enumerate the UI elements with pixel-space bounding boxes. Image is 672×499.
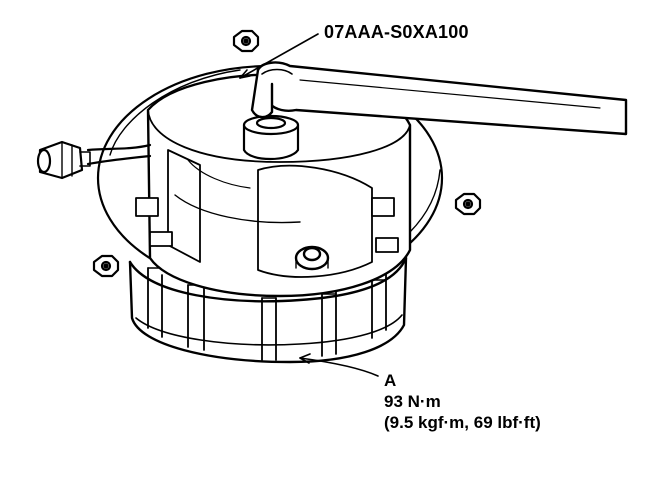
special-tool-label: 07AAA-S0XA100	[324, 22, 469, 42]
pump-housing	[135, 73, 412, 298]
mounting-nut-left	[92, 254, 120, 278]
pump-nozzle	[242, 114, 300, 160]
mounting-nut-top	[232, 29, 260, 53]
wire-harness	[36, 140, 152, 180]
part-callout-label: A	[384, 371, 397, 390]
torque-spec-alternate-units: (9.5 kgf·m, 69 lbf·ft)	[384, 413, 541, 432]
mounting-nut-right	[454, 192, 482, 216]
leader-lines	[239, 33, 379, 377]
torque-spec-nm: 93 N·m	[384, 392, 441, 411]
